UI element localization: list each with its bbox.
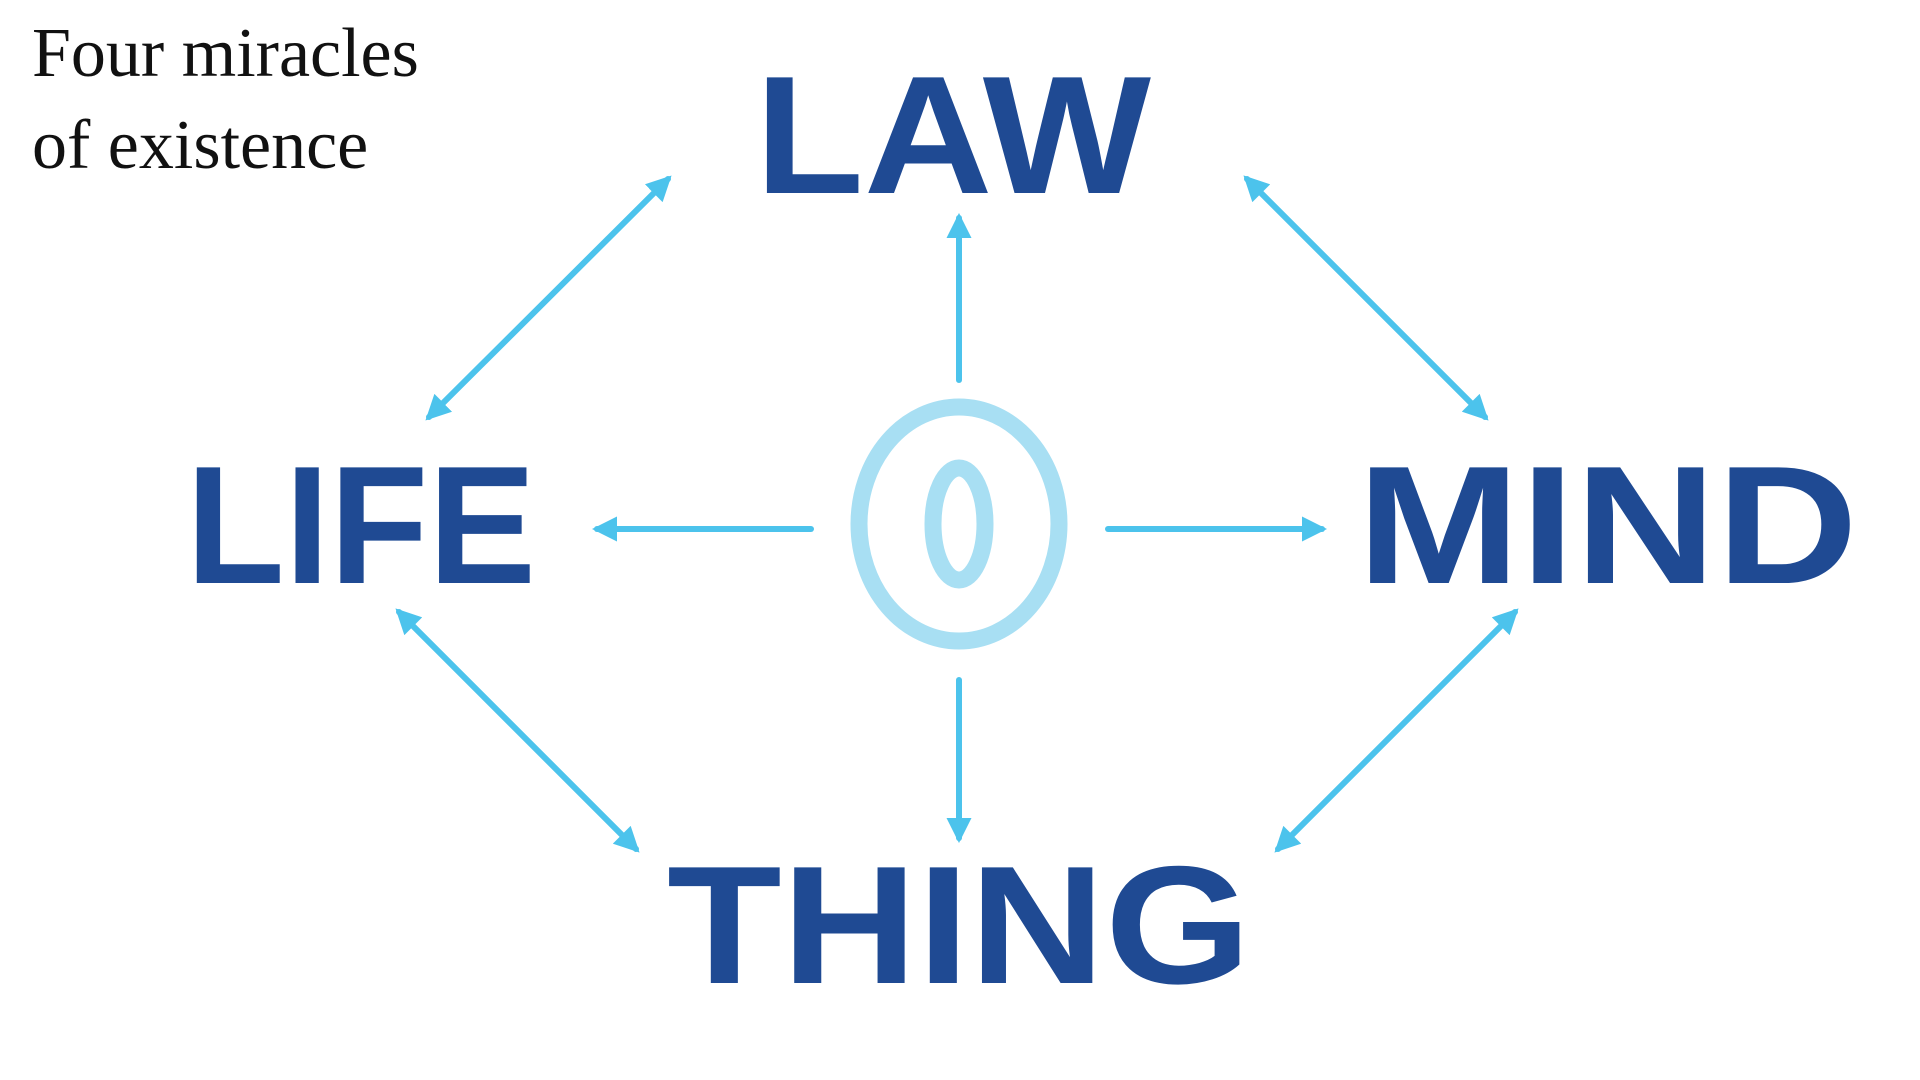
arrow-mind-thing: [1274, 608, 1519, 853]
node-life: LIFE: [186, 431, 536, 619]
node-law: LAW: [755, 41, 1151, 229]
center-zero-symbol: 0: [850, 398, 1068, 650]
arrow-life-law: [425, 175, 672, 421]
arrow-life-thing: [395, 608, 640, 853]
arrow-law-mind: [1243, 175, 1489, 421]
center-outer-ring: [850, 398, 1068, 650]
node-thing: THING: [667, 831, 1251, 1019]
node-mind: MIND: [1357, 431, 1858, 619]
title-line-1: Four miracles: [32, 15, 419, 92]
title-line-2: of existence: [32, 107, 368, 184]
center-label: 0: [959, 523, 960, 525]
center-inner-zero: [924, 459, 994, 589]
